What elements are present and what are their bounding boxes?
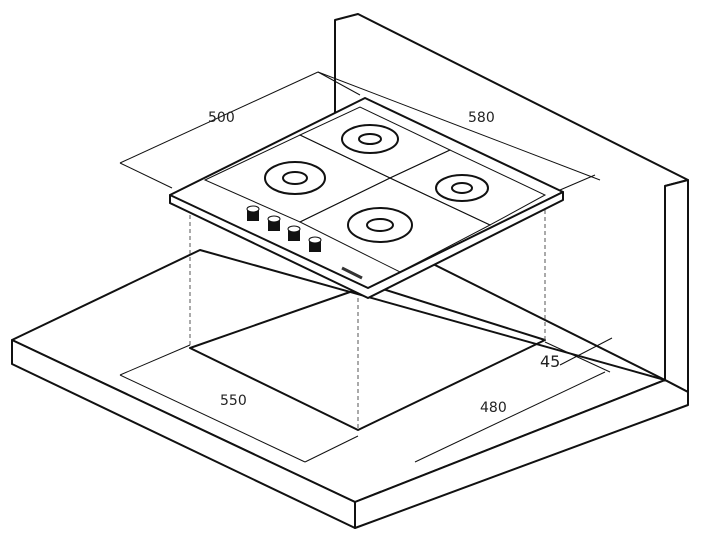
brand-logo	[341, 266, 363, 280]
burners	[264, 124, 489, 243]
dimension-label-45: 45	[540, 352, 561, 371]
gas-hob	[169, 97, 564, 299]
projection-lines	[189, 210, 546, 430]
dimension-label-550: 550	[220, 393, 247, 409]
dimension-label-500: 500	[208, 110, 235, 126]
dimension-label-580: 580	[468, 110, 495, 126]
dimension-label-480: 480	[480, 400, 507, 416]
dimension-lines	[119, 71, 613, 463]
control-knobs	[246, 205, 322, 252]
